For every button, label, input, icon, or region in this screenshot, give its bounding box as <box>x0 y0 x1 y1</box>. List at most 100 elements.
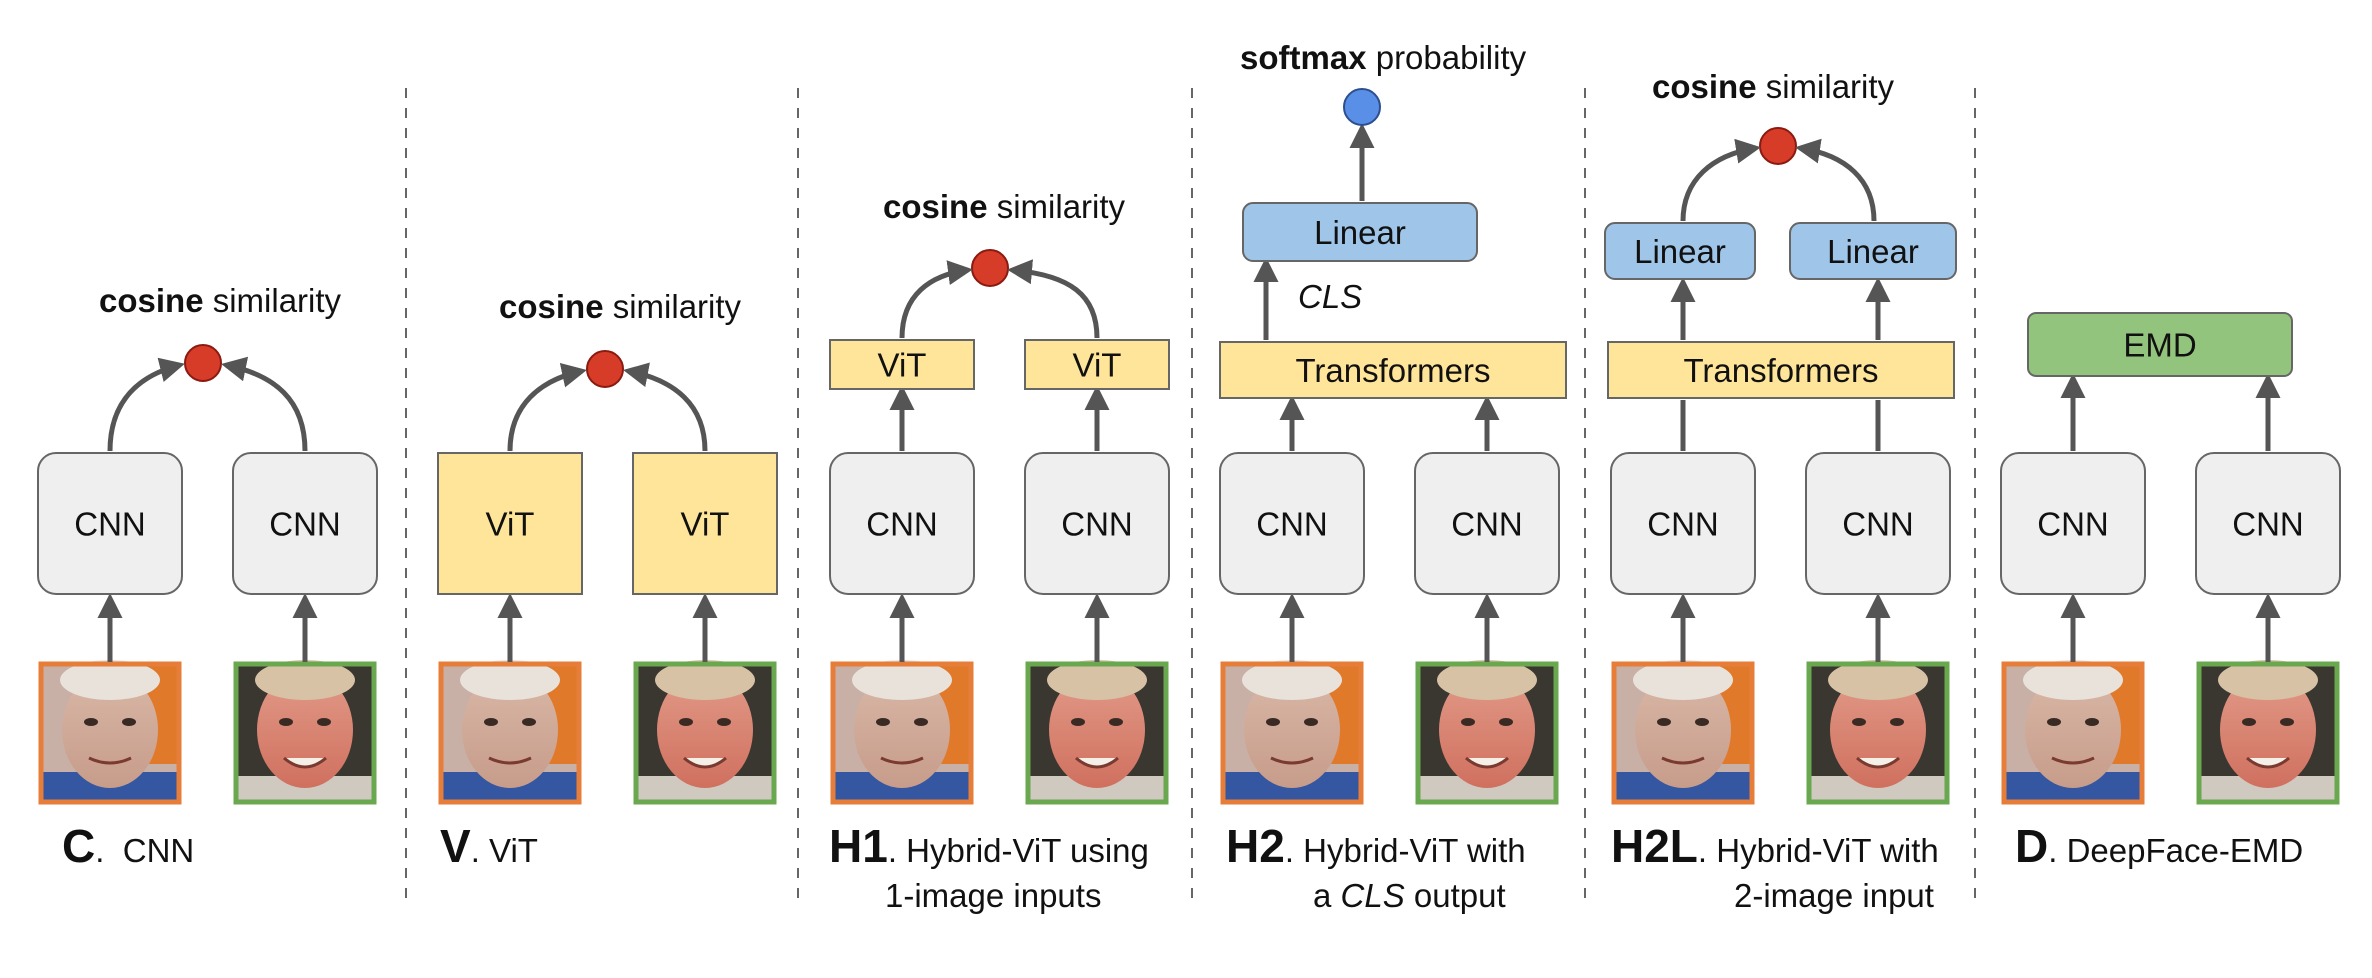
face-image-a-face <box>462 672 558 788</box>
face-image-a-hair <box>852 660 952 700</box>
cosine-word: cosine <box>883 188 988 225</box>
cosine-word: cosine <box>99 282 204 319</box>
vit-block-label: ViT <box>1073 346 1122 383</box>
curved-arrow <box>899 260 973 339</box>
caption-letter: H2 <box>1226 820 1285 872</box>
cosine-similarity-node <box>586 350 624 388</box>
face-image-b-hair <box>655 660 755 700</box>
emd-block-label: EMD <box>2123 326 2196 363</box>
caption-h1-line2: 1-image inputs <box>885 874 1101 918</box>
cosine-similarity-label-h2l: cosine similarity <box>1652 70 1894 103</box>
caption-letter: C <box>62 820 96 872</box>
face-image-b-hair <box>1437 660 1537 700</box>
caption-h2l: H2L. Hybrid-ViT with <box>1611 823 1939 873</box>
cosine-word: cosine <box>1652 68 1757 105</box>
cnn-block <box>829 452 975 595</box>
similarity-word: similarity <box>612 288 742 325</box>
face-image-b-frame <box>633 661 777 805</box>
face-image-b-face <box>257 672 353 788</box>
face-image-b-frame <box>233 661 377 805</box>
linear-block-label: Linear <box>1827 233 1919 270</box>
caption-c: C. CNN <box>62 823 195 873</box>
cnn-block <box>1414 452 1560 595</box>
caption-letter: H2L <box>1611 820 1698 872</box>
caption-text: 2-image input <box>1734 877 1934 914</box>
face-image-b-eye <box>1461 718 1475 726</box>
caption-text: DeepFace-EMD <box>2066 832 2304 869</box>
vit-block-label: ViT <box>878 346 927 383</box>
softmax-word: softmax <box>1240 39 1367 76</box>
caption-sep: . <box>470 832 490 869</box>
caption-text: a <box>1313 877 1341 914</box>
cnn-block-label: CNN <box>1842 505 1914 542</box>
curved-arrow <box>623 362 708 452</box>
face-image-a-eye <box>1657 718 1671 726</box>
cls-word: CLS <box>1298 278 1363 315</box>
face-image-a-frame <box>830 661 974 805</box>
curved-arrow <box>221 356 308 452</box>
cnn-block <box>1219 452 1365 595</box>
face-image-a-mouth <box>1661 756 1705 765</box>
face-image-b-mouth <box>2246 756 2290 769</box>
face-image-a-eye <box>1266 718 1280 726</box>
caption-text: Hybrid-ViT with <box>1716 832 1939 869</box>
vit-block <box>632 452 778 595</box>
face-image-a-hair <box>460 660 560 700</box>
face-image-a-hair <box>1633 660 1733 700</box>
caption-letter: D <box>2015 820 2049 872</box>
face-image-a-frame <box>438 661 582 805</box>
transformers-block <box>1607 341 1955 399</box>
face-image-b-face <box>1830 672 1926 788</box>
cnn-block <box>37 452 183 595</box>
curved-arrow <box>107 357 185 452</box>
face-image-a-eye <box>1304 718 1318 726</box>
face-image-a-eye <box>914 718 928 726</box>
face-image-b-eye <box>1499 718 1513 726</box>
face-image-a-eye <box>122 718 136 726</box>
caption-letter: H1 <box>829 820 888 872</box>
face-image-b-face <box>2220 672 2316 788</box>
cnn-block <box>1805 452 1951 595</box>
face-image-b-eye <box>317 718 331 726</box>
cnn-block <box>2000 452 2146 595</box>
face-image-b-face <box>1439 672 1535 788</box>
face-image-b-eye <box>1852 718 1866 726</box>
vit-block <box>1024 339 1170 390</box>
caption-sep: . <box>1284 832 1304 869</box>
cnn-block-label: CNN <box>1256 505 1328 542</box>
face-image-a-eye <box>2085 718 2099 726</box>
face-image-b-hair <box>255 660 355 700</box>
face-image-a-eye <box>2047 718 2061 726</box>
face-image-a-hair <box>1242 660 1342 700</box>
face-image-b-mouth <box>683 756 727 769</box>
face-image-b-face <box>1049 672 1145 788</box>
cosine-similarity-node <box>184 344 222 382</box>
cosine-word: cosine <box>499 288 604 325</box>
similarity-word: similarity <box>1765 68 1895 105</box>
face-image-a-face <box>2025 672 2121 788</box>
cosine-similarity-node <box>1759 127 1797 165</box>
caption-text: Hybrid-ViT using <box>906 832 1149 869</box>
linear-block-label: Linear <box>1314 214 1406 251</box>
caption-text: CNN <box>122 832 195 869</box>
face-image-a-mouth <box>880 756 924 765</box>
vit-block-label: ViT <box>486 505 535 542</box>
cnn-block <box>1024 452 1170 595</box>
face-image-a-hair <box>60 660 160 700</box>
face-image-a-frame <box>1611 661 1755 805</box>
vit-block <box>829 339 975 390</box>
face-image-b-eye <box>2242 718 2256 726</box>
emd-block <box>2027 312 2293 377</box>
face-image-b-eye <box>2280 718 2294 726</box>
caption-text: ViT <box>489 832 538 869</box>
cnn-block <box>232 452 378 595</box>
face-image-b-mouth <box>1465 756 1509 769</box>
face-image-b-eye <box>279 718 293 726</box>
vit-block <box>437 452 583 595</box>
face-image-a-eye <box>1695 718 1709 726</box>
caption-sep: . <box>95 832 123 869</box>
face-image-b-eye <box>679 718 693 726</box>
caption-v: V. ViT <box>440 823 538 873</box>
face-image-a-eye <box>876 718 890 726</box>
cosine-similarity-label-v: cosine similarity <box>499 290 741 323</box>
